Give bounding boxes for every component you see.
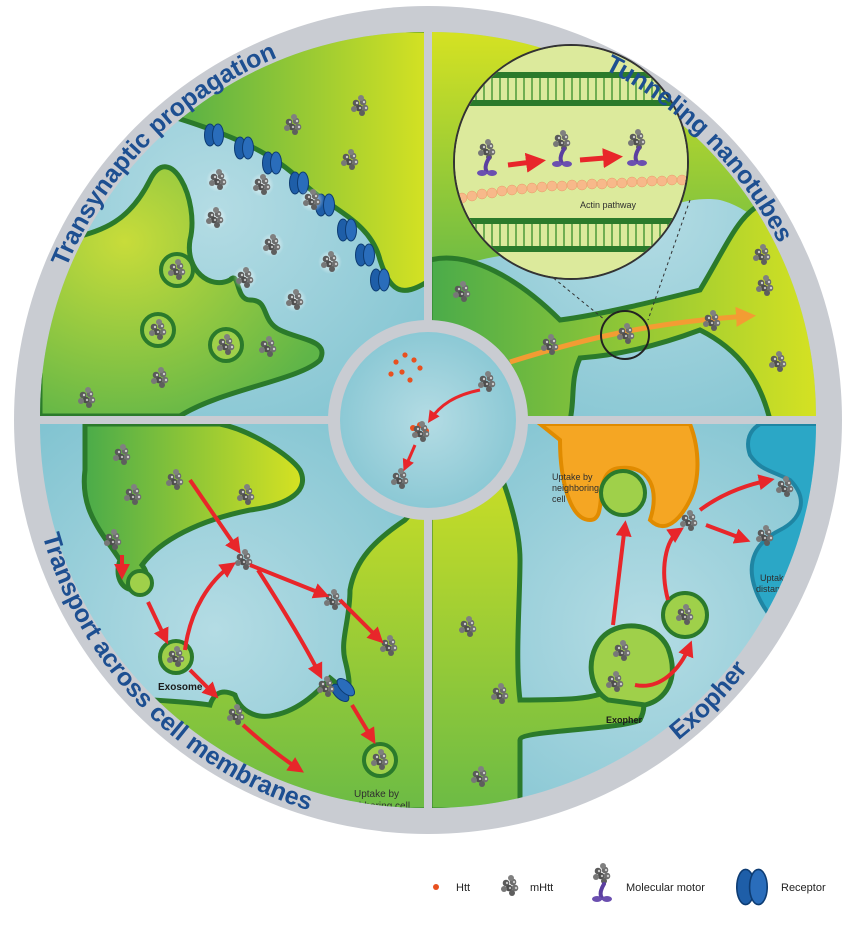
actin-filament xyxy=(456,174,687,204)
actin-pathway-label: Actin pathway xyxy=(580,200,637,210)
vesicle-tl-2 xyxy=(140,312,176,348)
uptake-neighbor-label-2: neighboring cell xyxy=(340,801,410,812)
uptake-distant-1: Uptake by xyxy=(760,573,801,583)
mhtt-cluster-icon xyxy=(501,875,519,896)
legend-label-receptor: Receptor xyxy=(781,882,826,894)
legend-item-mhtt: mHtt xyxy=(501,875,553,896)
legend-item-htt: Htt xyxy=(433,882,470,894)
legend-item-receptor: Receptor xyxy=(735,868,826,906)
legend-label-htt: Htt xyxy=(456,882,470,894)
htt-dots xyxy=(388,352,423,383)
center-circle xyxy=(328,320,528,520)
vesicle-tl-1 xyxy=(159,252,195,288)
exopher-label: Exopher xyxy=(606,715,643,725)
exopher-arrows xyxy=(611,474,775,688)
htt-dot-icon xyxy=(433,884,439,890)
vesicle-tl-3 xyxy=(208,327,244,363)
receptor-icon xyxy=(735,868,769,906)
uptake-neighbor-label-1: Uptake by xyxy=(354,789,399,800)
legend: Htt mHtt Molecular motor Receptor xyxy=(433,863,826,906)
uptake-neighbor-br-3: cell xyxy=(552,494,566,504)
actin-inset: Actin pathway xyxy=(453,44,689,280)
molecular-motor-icon xyxy=(590,863,614,904)
uptake-neighbor-br-1: Uptake by xyxy=(552,472,593,482)
legend-item-motor: Molecular motor xyxy=(590,863,705,904)
exosome-label: Exosome xyxy=(158,682,203,693)
zoom-circle xyxy=(600,310,650,360)
uptake-neighbor-br-2: neighboring xyxy=(552,483,599,493)
transport-arrows xyxy=(114,478,384,773)
legend-label-mhtt: mHtt xyxy=(530,882,553,894)
cleft-mhtt xyxy=(203,168,342,312)
uptake-distant-2: distant cell xyxy=(756,584,799,594)
legend-label-motor: Molecular motor xyxy=(626,882,705,894)
exopher-body xyxy=(588,623,675,708)
